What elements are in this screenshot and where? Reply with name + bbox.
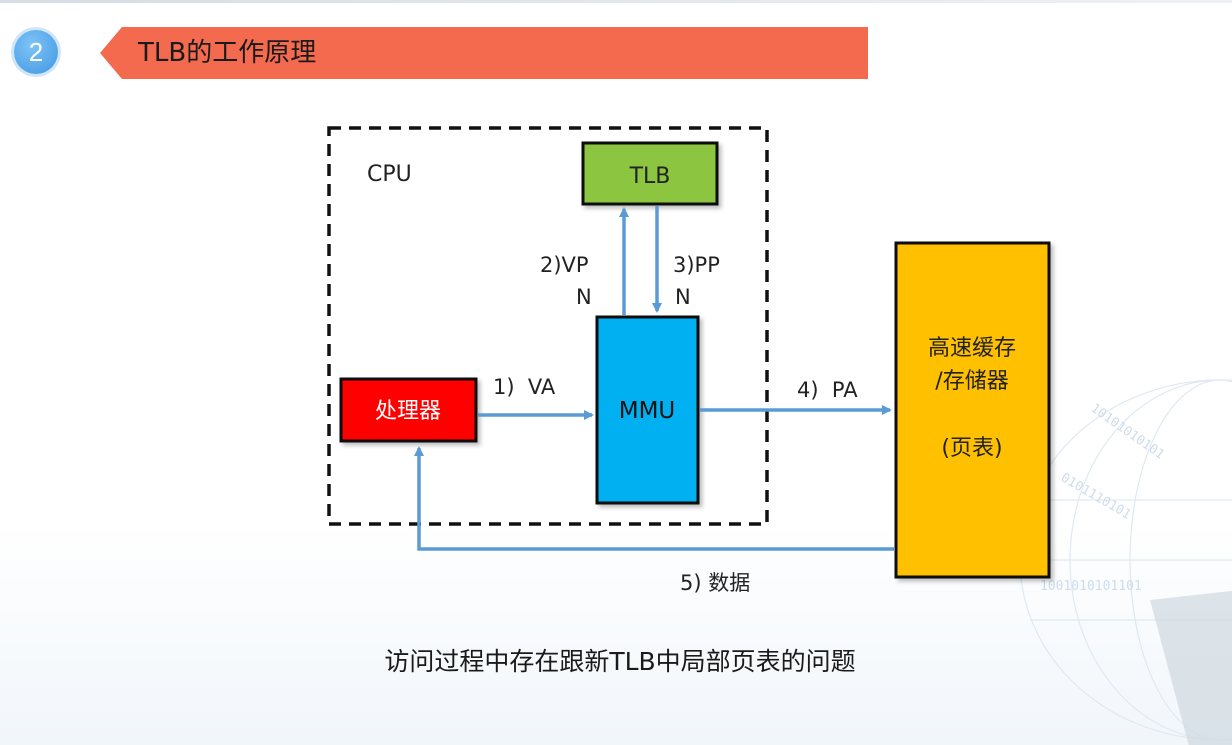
cpu-boundary [327, 126, 769, 526]
processor-box [339, 377, 478, 443]
mmu-label: MMU [619, 398, 676, 424]
processor-label: 处理器 [375, 399, 441, 424]
arrow-va-label: 1) VA [493, 375, 556, 399]
arrow-data [414, 446, 894, 551]
arrow-vpn-label-line1: 2)VP [540, 253, 589, 277]
cpu-label: CPU [367, 162, 412, 187]
memory-label-line3: (页表) [941, 436, 1002, 461]
tlb-box [581, 141, 719, 206]
arrow-vpn-label-line2: N [576, 285, 592, 309]
arrow-pa-label: 4) PA [797, 378, 858, 402]
tlb-label: TLB [629, 164, 671, 189]
top-rule [0, 0, 1232, 3]
title-banner [100, 27, 868, 79]
section-number-badge: 2 [14, 30, 58, 74]
slide-title: TLB的工作原理 [138, 38, 317, 68]
arrow-ppn-label-line2: N [675, 285, 691, 309]
memory-box [894, 241, 1051, 579]
arrow-data-label: 5) 数据 [680, 571, 750, 595]
memory-label-line2: /存储器 [935, 369, 1008, 394]
memory-label-line1: 高速缓存 [928, 336, 1016, 361]
arrow-ppn-label-line1: 3)PP [673, 253, 720, 277]
mmu-box [595, 315, 700, 505]
slide-caption: 访问过程中存在跟新TLB中局部页表的问题 [384, 647, 856, 676]
